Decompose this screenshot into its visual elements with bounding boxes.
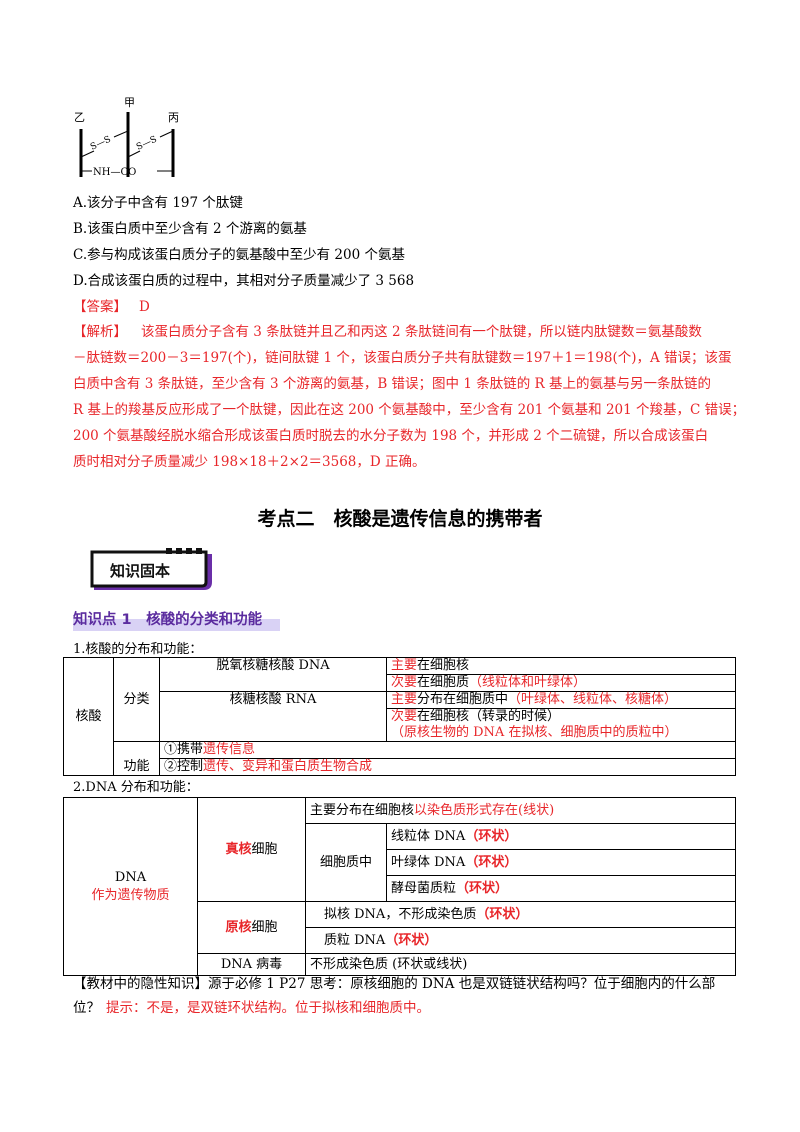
option-c: C.参与构成该蛋白质分子的氨基酸中至少有 200 个氨基 bbox=[73, 247, 405, 263]
answer-line: 【答案】 D bbox=[73, 297, 150, 317]
cell-rna-secondary: 次要在细胞核（转录的时候）（原核生物的 DNA 在拟核、细胞质中的质粒中） bbox=[386, 708, 736, 742]
explanation-line-1: 该蛋白质分子含有 3 条肽链并且乙和丙这 2 条肽链间有一个肽键，所以链内肽键数… bbox=[141, 324, 702, 340]
cell-function: 功能 bbox=[113, 741, 160, 776]
cell-nucleoid: 拟核 DNA，不形成染色质（环状） bbox=[305, 901, 736, 928]
explanation-label: 【解析】 bbox=[73, 324, 127, 340]
cell-function-1: ①携带遗传信息 bbox=[159, 741, 736, 759]
hidden-knowledge-label: 【教材中的隐性知识】 bbox=[73, 976, 208, 992]
cell-euk-nucleus: 主要分布在细胞核以染色质形式存在(线状) bbox=[305, 797, 736, 824]
cell-dna: 脱氧核糖核酸 DNA bbox=[159, 657, 387, 692]
knowledge-badge: 知识固本 bbox=[90, 548, 212, 590]
knowledge-point-heading: 知识点 1 核酸的分类和功能 bbox=[73, 609, 280, 631]
section-title: 考点二 核酸是遗传信息的携带者 bbox=[257, 508, 543, 530]
table2-caption: 2.DNA 分布和功能： bbox=[73, 780, 199, 795]
knowledge-point-text: 知识点 1 核酸的分类和功能 bbox=[73, 612, 263, 628]
cell-dna-secondary: 次要在细胞质（线粒体和叶绿体） bbox=[386, 674, 736, 692]
hidden-knowledge-line2: 位？提示：不是，是双链环状结构。位于拟核和细胞质中。 bbox=[73, 1000, 430, 1016]
cell-plasmid: 质粒 DNA（环状） bbox=[305, 927, 736, 954]
cell-virus-desc: 不形成染色质 (环状或线状) bbox=[305, 953, 736, 976]
cell-eukaryote: 真核细胞 bbox=[197, 797, 306, 902]
cell-cytoplasm: 细胞质中 bbox=[305, 823, 387, 902]
hidden-knowledge-question: 源于必修 1 P27 思考：原核细胞的 DNA 也是双链链状结构吗？位于细胞内的… bbox=[208, 976, 716, 992]
nucleic-acid-table: 核酸 分类 脱氧核糖核酸 DNA 主要在细胞核 次要在细胞质（线粒体和叶绿体） … bbox=[63, 657, 736, 776]
cell-classification: 分类 bbox=[113, 657, 160, 742]
protein-diagram: 乙 甲 丙 S—S S—S NH—CO bbox=[74, 96, 179, 178]
cell-yeast: 酵母菌质粒（环状） bbox=[386, 875, 736, 902]
label-jia: 甲 bbox=[124, 96, 135, 109]
cell-function-2: ②控制遗传、变异和蛋白质生物合成 bbox=[159, 758, 736, 776]
cell-rna: 核糖核酸 RNA bbox=[159, 691, 387, 742]
answer-value: D bbox=[139, 299, 150, 315]
cell-chloro: 叶绿体 DNA（环状） bbox=[386, 849, 736, 876]
explanation-line-5: 200 个氨基酸经脱水缩合形成该蛋白质时脱去的水分子数为 198 个，并形成 2… bbox=[73, 428, 709, 444]
badge-text: 知识固本 bbox=[110, 562, 170, 580]
disulfide-right: S—S bbox=[135, 135, 159, 153]
cell-mito: 线粒体 DNA（环状） bbox=[386, 823, 736, 850]
option-d: D.合成该蛋白质的过程中，其相对分子质量减少了 3 568 bbox=[73, 273, 415, 289]
option-b: B.该蛋白质中至少含有 2 个游离的氨基 bbox=[73, 221, 307, 237]
explanation-line-4: R 基上的羧基反应形成了一个肽键，因此在这 200 个氨基酸中，至少含有 201… bbox=[73, 402, 746, 418]
cell-prokaryote: 原核细胞 bbox=[197, 901, 306, 954]
cell-nucleic-acid: 核酸 bbox=[63, 657, 114, 776]
answer-label: 【答案】 bbox=[73, 299, 127, 315]
table1-caption: 1.核酸的分布和功能： bbox=[73, 642, 203, 657]
disulfide-left: S—S bbox=[89, 135, 113, 153]
explanation-line-3: 白质中含有 3 条肽链，至少含有 3 个游离的氨基，B 错误；图中 1 条肽链的… bbox=[73, 376, 711, 392]
cell-rna-main: 主要分布在细胞质中（叶绿体、线粒体、核糖体） bbox=[386, 691, 736, 709]
peptide-bond: NH—CO bbox=[93, 167, 136, 178]
label-yi: 乙 bbox=[74, 111, 85, 124]
hidden-knowledge-line1: 【教材中的隐性知识】源于必修 1 P27 思考：原核细胞的 DNA 也是双链链状… bbox=[73, 974, 715, 994]
explanation-line-2: －肽链数＝200－3＝197(个)，链间肽键 1 个，该蛋白质分子共有肽键数＝1… bbox=[73, 350, 732, 366]
cell-dna-main: 主要在细胞核 bbox=[386, 657, 736, 675]
cell-virus: DNA 病毒 bbox=[197, 953, 306, 976]
explanation: 【解析】该蛋白质分子含有 3 条肽链并且乙和丙这 2 条肽链间有一个肽键，所以链… bbox=[73, 319, 745, 475]
label-bing: 丙 bbox=[168, 111, 179, 124]
explanation-line-6: 质时相对分子质量减少 198×18＋2×2＝3568，D 正确。 bbox=[73, 454, 426, 470]
option-a: A.该分子中含有 197 个肽键 bbox=[73, 195, 243, 211]
hidden-knowledge-answer: 提示：不是，是双链环状结构。位于拟核和细胞质中。 bbox=[106, 1000, 430, 1016]
